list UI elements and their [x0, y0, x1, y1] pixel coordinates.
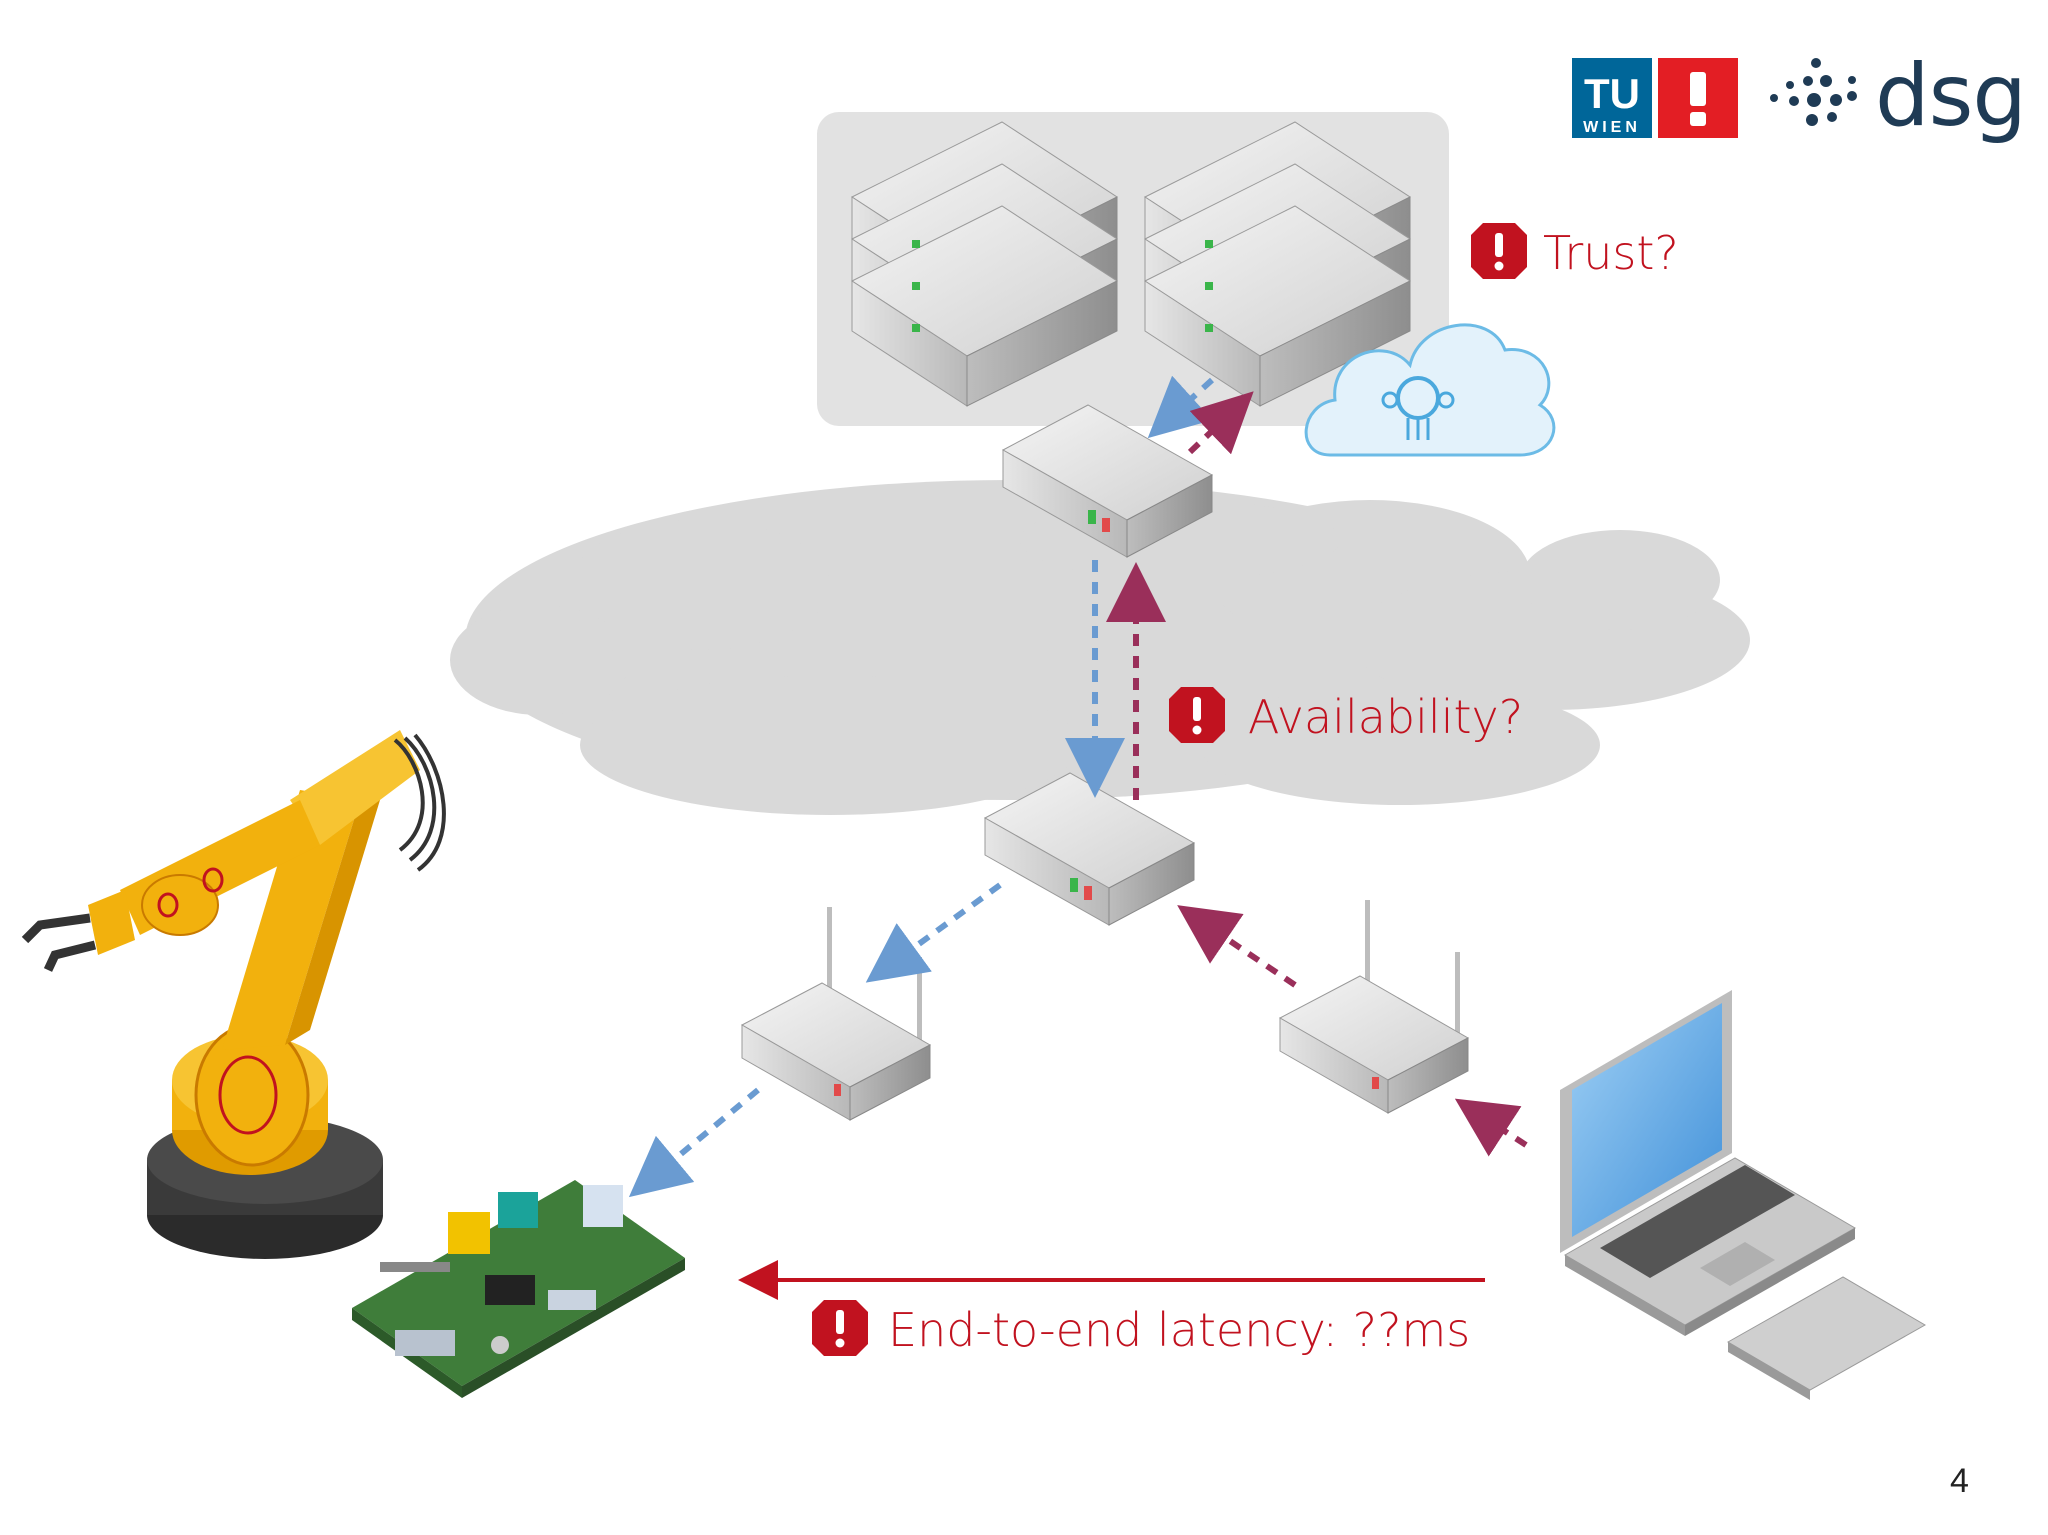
tuwien-logo: TU WIEN [1572, 58, 1738, 138]
response-arrow [1454, 1098, 1528, 1157]
tuwien-logo-text: TU [1584, 70, 1640, 117]
dsg-logo: dsg [1875, 46, 2027, 146]
response-arrow [1177, 905, 1297, 988]
request-arrow [865, 882, 1002, 983]
server-rack-icon [851, 121, 1118, 407]
robot-arm-icon [21, 730, 446, 1259]
laptop-icon [1560, 990, 1927, 1400]
network-cloud [450, 480, 1750, 815]
warning-icon [1169, 687, 1225, 743]
dsg-logo-dots-icon [1770, 58, 1857, 126]
server-rack-icon [1144, 121, 1411, 407]
response-arrows [1106, 391, 1528, 1157]
warning-icon [812, 1300, 868, 1356]
trust-label: Trust? [1543, 226, 1679, 280]
latency-label: End-to-end latency: ??ms [888, 1303, 1471, 1357]
page-number: 4 [1950, 1462, 1969, 1500]
network-switch-icon [983, 772, 1196, 926]
response-arrow [1187, 391, 1254, 455]
request-arrow [628, 1087, 760, 1198]
wifi-router-icon [740, 907, 932, 1121]
network-switch-icon [1001, 404, 1214, 558]
iot-cloud-icon [1304, 323, 1556, 457]
tuwien-logo-subtext: WIEN [1583, 119, 1641, 136]
availability-label: Availability? [1248, 690, 1524, 744]
embedded-board-icon [352, 1180, 685, 1398]
wifi-router-icon [1278, 900, 1470, 1114]
warning-icon [1471, 223, 1527, 279]
